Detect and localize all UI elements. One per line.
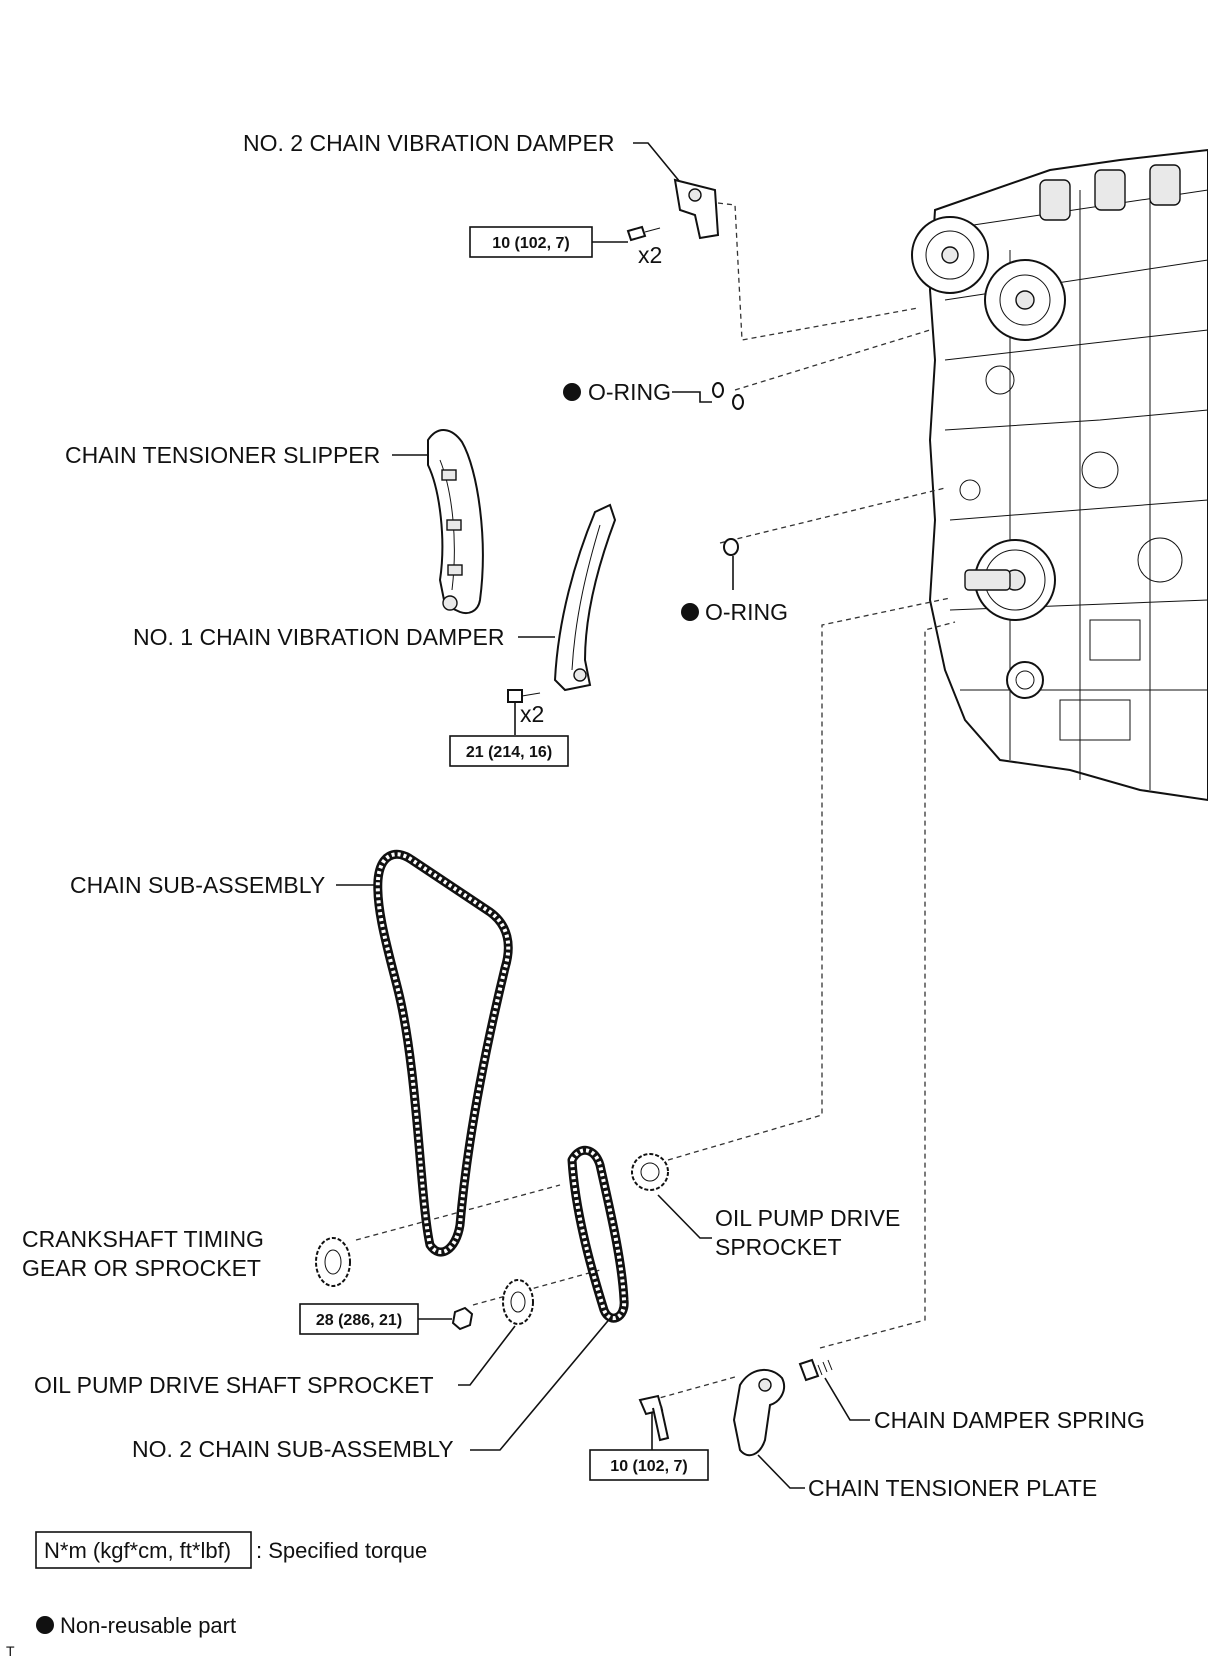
chain-sub-assembly-group: CHAIN SUB-ASSEMBLY — [70, 849, 513, 1257]
crankshaft-timing-gear-group: CRANKSHAFT TIMING GEAR OR SPROCKET — [22, 1226, 351, 1287]
crank-nut-torque: 28 (286, 21) — [316, 1312, 402, 1329]
non-reusable-bullet-icon-2 — [681, 603, 699, 621]
no2-chain-sub-assembly-group: NO. 2 CHAIN SUB-ASSEMBLY — [132, 1146, 629, 1462]
crank-nut-group: 28 (286, 21) — [299, 1303, 474, 1335]
lower-o-ring-label: O-RING — [705, 599, 788, 625]
no2-chain-sub-assembly-label: NO. 2 CHAIN SUB-ASSEMBLY — [132, 1436, 454, 1462]
upper-o-ring-label: O-RING — [588, 379, 671, 405]
oil-pump-drive-shaft-sprocket-group: OIL PUMP DRIVE SHAFT SPROCKET — [34, 1279, 534, 1398]
no1-chain-vibration-damper-label: NO. 1 CHAIN VIBRATION DAMPER — [133, 624, 504, 650]
alignment-lines — [355, 202, 956, 1401]
legend: N*m (kgf*cm, ft*lbf) : Specified torque … — [35, 1531, 427, 1638]
no2-chain-vibration-damper-group: NO. 2 CHAIN VIBRATION DAMPER 10 (102, 7)… — [243, 130, 720, 268]
chain-tensioner-slipper-label: CHAIN TENSIONER SLIPPER — [65, 442, 380, 468]
legend-torque-unit: N*m (kgf*cm, ft*lbf) — [44, 1538, 231, 1563]
engine-block-illustration — [911, 148, 1208, 802]
legend-non-reusable-text: Non-reusable part — [60, 1613, 236, 1638]
oil-pump-drive-sprocket-label-line2: SPROCKET — [715, 1234, 842, 1260]
tensioner-plate-bolt-torque: 10 (102, 7) — [610, 1458, 687, 1475]
crankshaft-gear-label-line1: CRANKSHAFT TIMING — [22, 1226, 264, 1252]
upper-o-ring-group: O-RING — [563, 379, 744, 410]
no1-damper-bolt-torque: 21 (214, 16) — [466, 744, 552, 761]
chain-tensioner-plate-label: CHAIN TENSIONER PLATE — [808, 1475, 1097, 1501]
non-reusable-bullet-icon — [563, 383, 581, 401]
no1-chain-vibration-damper-group: NO. 1 CHAIN VIBRATION DAMPER x2 21 (214,… — [133, 503, 617, 767]
oil-pump-drive-sprocket-group: OIL PUMP DRIVE SPROCKET — [631, 1153, 900, 1260]
crankshaft-gear-label-line2: GEAR OR SPROCKET — [22, 1255, 261, 1281]
no1-damper-bolt-qty: x2 — [520, 701, 544, 727]
chain-sub-assembly-label: CHAIN SUB-ASSEMBLY — [70, 872, 325, 898]
no2-chain-vibration-damper-label: NO. 2 CHAIN VIBRATION DAMPER — [243, 130, 614, 156]
no2-damper-bolt-torque: 10 (102, 7) — [492, 235, 569, 252]
no2-damper-bolt-qty: x2 — [638, 242, 662, 268]
legend-non-reusable-bullet-icon — [36, 1616, 54, 1634]
oil-pump-drive-sprocket-label-line1: OIL PUMP DRIVE — [715, 1205, 900, 1231]
lower-o-ring-group: O-RING — [681, 538, 788, 625]
oil-pump-drive-shaft-sprocket-label: OIL PUMP DRIVE SHAFT SPROCKET — [34, 1372, 434, 1398]
corner-mark: T — [6, 1643, 15, 1656]
chain-damper-spring-label: CHAIN DAMPER SPRING — [874, 1407, 1145, 1433]
chain-tensioner-plate-group: 10 (102, 7) CHAIN TENSIONER PLATE CHAIN … — [589, 1358, 1145, 1501]
chain-tensioner-slipper-group: CHAIN TENSIONER SLIPPER — [65, 429, 484, 615]
legend-torque-desc: : Specified torque — [256, 1538, 427, 1563]
